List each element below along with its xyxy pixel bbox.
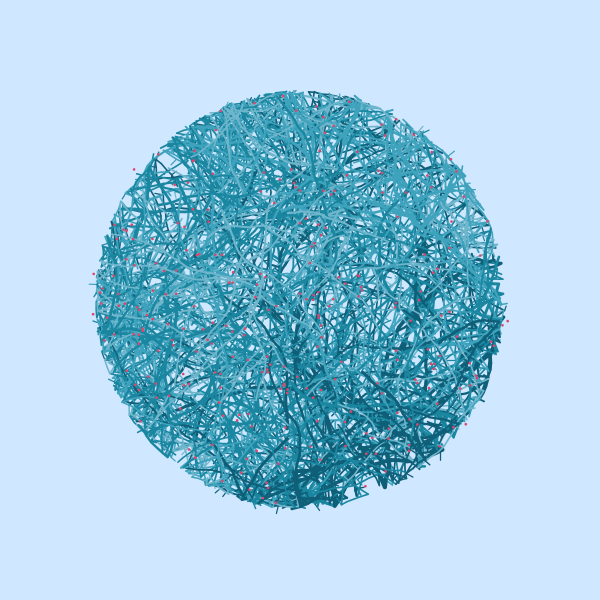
branch-segment [362,154,366,165]
branch-segment [350,153,357,160]
branch-segment [344,157,353,165]
branch-segment [129,220,138,225]
branch-segment [184,125,191,132]
branch-segment [125,232,130,241]
branch-segment [162,200,167,211]
branch-segment [339,142,343,152]
branch-segment [99,337,103,346]
branch-segment [304,99,310,108]
branch-segment [354,487,358,497]
branch-segment [447,312,456,316]
branch-segment [160,162,168,171]
branch-segment [100,338,108,346]
branch-segment [180,182,189,190]
branch-segment [200,174,208,182]
branch-segment [201,155,207,164]
branch-network [88,90,508,515]
branch-segment [332,107,341,113]
branch-segment [170,158,178,166]
branch-segment [325,288,334,291]
branch-segment [368,184,373,191]
branch-segment [175,129,184,134]
branch-segment [274,91,285,94]
branch-segment [200,379,208,386]
branch-segment [168,153,178,160]
branch-segment [338,181,347,184]
branch-segment [372,126,383,131]
branch-segment [137,262,143,272]
branch-segment [149,189,156,198]
branch-segment [454,343,457,353]
branch-segment [478,351,488,357]
branch-segment [154,157,157,169]
branch-segment [121,211,125,221]
branch-segment [189,122,194,127]
branch-segment [149,186,159,192]
branch-segment [184,174,194,180]
branch-segment [168,151,178,157]
branch-segment [248,382,257,385]
branch-segment [188,380,197,388]
branch-segment [262,259,269,262]
branch-segment [174,192,177,199]
branch-segment [312,90,316,102]
branch-segment [346,153,354,161]
branch-segment [257,401,261,411]
branch-segment [343,266,348,277]
branch-segment [310,99,314,108]
branch-segment [154,157,163,165]
branch-segment [341,176,348,186]
branch-segment [462,247,466,254]
branch-segment [178,133,188,138]
branch-segment [150,165,157,168]
branch-segment [192,164,197,173]
